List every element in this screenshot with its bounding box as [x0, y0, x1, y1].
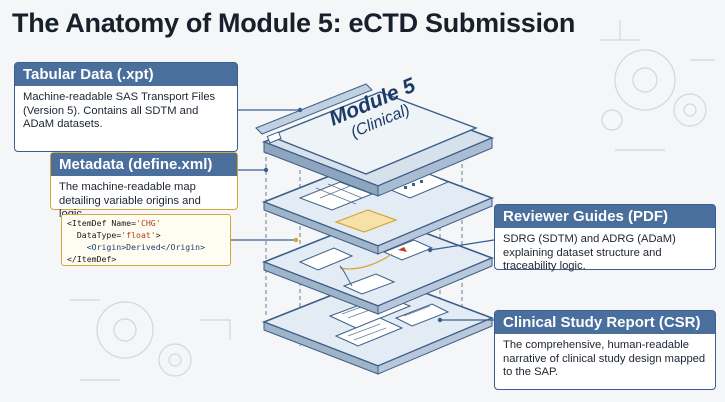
card-heading: Clinical Study Report (CSR)	[495, 311, 715, 334]
card-body: The comprehensive, human-readable narrat…	[503, 339, 706, 378]
code-snippet: <ItemDef Name='CHG' DataType='float'> <O…	[61, 214, 231, 266]
code-token: <Origin>Derived</Origin>	[86, 242, 206, 252]
gear-icon	[600, 20, 715, 151]
card-heading: Tabular Data (.xpt)	[15, 63, 237, 86]
folder-icon	[255, 83, 495, 197]
code-token: <ItemDef Name=	[67, 218, 137, 228]
card-heading: Metadata (define.xml)	[51, 153, 237, 176]
gear-icon	[70, 299, 231, 381]
layer-reviewer-guides	[261, 215, 495, 315]
code-token: 'float'	[121, 230, 156, 240]
card-body: SDRG (SDTM) and ADRG (ADaM) explaining d…	[503, 233, 676, 272]
card-metadata: Metadata (define.xml) The machine-readab…	[50, 152, 238, 220]
code-token: 'CHG'	[136, 218, 161, 228]
code-token: DataType=	[76, 230, 122, 240]
code-token: >	[155, 230, 161, 240]
layer-datasets	[261, 155, 495, 255]
card-heading: Reviewer Guides (PDF)	[495, 205, 715, 228]
page-title: The Anatomy of Module 5: eCTD Submission	[12, 8, 576, 38]
code-token: </ItemDef>	[67, 254, 117, 264]
card-clinical-study-report: Clinical Study Report (CSR) The comprehe…	[494, 310, 716, 390]
card-body: Machine-readable SAS Transport Files (Ve…	[23, 91, 216, 130]
card-reviewer-guides: Reviewer Guides (PDF) SDRG (SDTM) and AD…	[494, 204, 716, 272]
card-tabular-data: Tabular Data (.xpt) Machine-readable SAS…	[14, 62, 238, 152]
